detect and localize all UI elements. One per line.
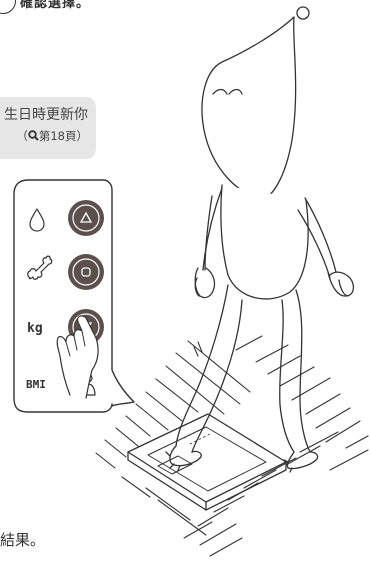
character	[165, 6, 355, 473]
note-line-1: 生日時更新你	[4, 107, 88, 123]
drop-icon	[29, 208, 45, 232]
search-icon	[28, 130, 39, 141]
note-line-2: （ 第18頁）	[16, 128, 88, 144]
floor-lines	[95, 335, 369, 557]
button-panel	[13, 179, 135, 413]
scale	[127, 413, 287, 511]
bone-icon	[27, 255, 53, 280]
ok-square-icon	[81, 267, 91, 277]
top-caption-text: 確認選擇。	[20, 0, 91, 11]
up-triangle-icon	[79, 211, 93, 223]
bottom-text: 結果。	[0, 531, 46, 549]
note-paren-open: （	[16, 129, 28, 143]
kg-label: kg	[27, 321, 43, 336]
top-caption: 確認選擇。	[0, 0, 200, 20]
up-button[interactable]	[68, 200, 104, 236]
note-page-ref: 第18頁）	[38, 129, 88, 143]
note-bubble: 生日時更新你 （ 第18頁）	[0, 97, 96, 159]
bmi-label: BMI	[26, 378, 46, 391]
ok-button[interactable]	[68, 254, 104, 290]
